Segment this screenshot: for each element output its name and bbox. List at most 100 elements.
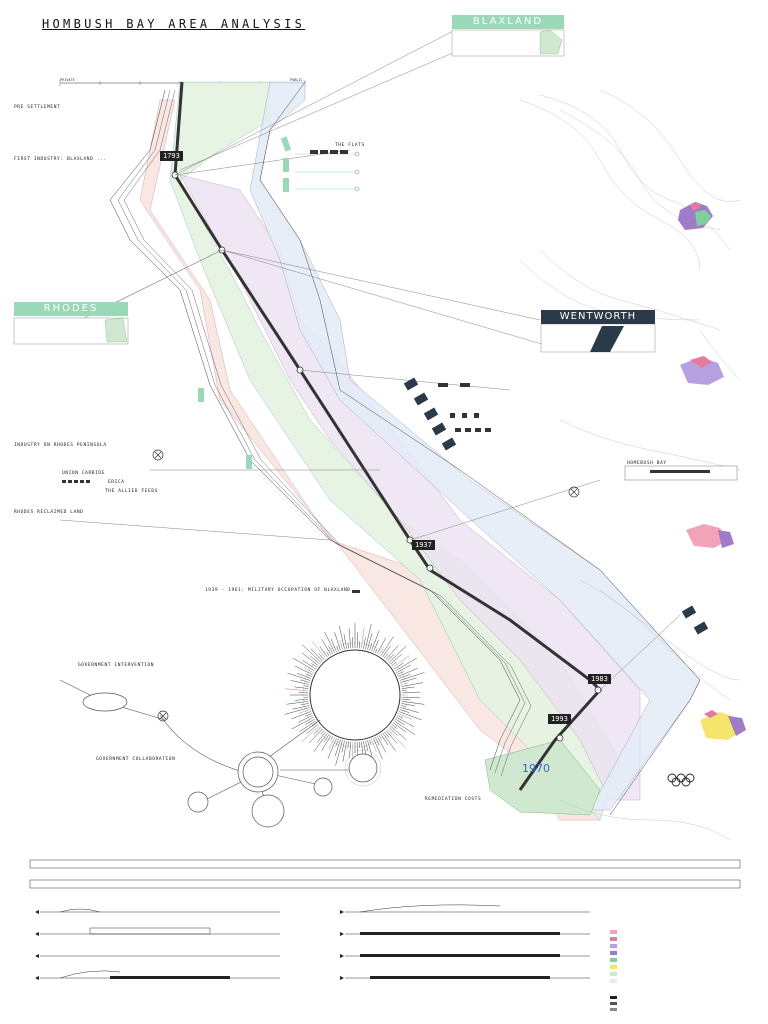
radial-tick bbox=[390, 654, 402, 665]
radial-tick bbox=[306, 673, 312, 677]
axis-private: PRIVATE bbox=[60, 78, 75, 82]
radial-tick bbox=[397, 715, 403, 719]
radial-tick bbox=[309, 728, 323, 743]
radial-tick bbox=[316, 731, 326, 743]
radial-tick bbox=[388, 645, 407, 663]
radial-tick bbox=[320, 730, 325, 735]
radial-tick bbox=[292, 705, 310, 710]
label-first-industry: FIRST INDUSTRY: BLAXLAND ... bbox=[14, 157, 107, 162]
bullet-arrows bbox=[35, 910, 344, 980]
radial-tick bbox=[396, 664, 411, 673]
radial-tick bbox=[361, 627, 365, 649]
radial-tick bbox=[400, 705, 406, 707]
radial-tick bbox=[398, 674, 411, 679]
year-flag-1993: 1993 bbox=[548, 714, 571, 724]
radial-tick bbox=[365, 740, 368, 751]
radial-tick bbox=[399, 672, 425, 681]
radial-tick bbox=[373, 738, 383, 760]
radial-tick bbox=[285, 688, 309, 692]
radial-tick bbox=[385, 645, 399, 660]
radial-tick bbox=[398, 713, 413, 720]
radial-tick bbox=[388, 727, 398, 736]
radial-tick bbox=[401, 698, 411, 701]
radial-tick bbox=[395, 718, 405, 725]
factory-icon bbox=[352, 413, 491, 593]
dark-marker-column bbox=[403, 377, 709, 635]
radial-tick bbox=[300, 703, 309, 706]
radial-tick bbox=[385, 730, 398, 744]
right-outline bbox=[259, 81, 701, 816]
radial-tick bbox=[395, 657, 417, 672]
radial-tick bbox=[391, 661, 397, 666]
radial-tick bbox=[311, 722, 318, 727]
label-homebush-bay: HOMEBUSH BAY bbox=[627, 461, 667, 466]
horse-icon bbox=[438, 383, 470, 387]
radial-tick bbox=[330, 638, 337, 652]
radial-tick bbox=[313, 732, 328, 752]
radial-tick bbox=[373, 639, 379, 652]
radial-tick bbox=[358, 741, 360, 748]
radial-tick bbox=[311, 663, 318, 668]
radial-tick bbox=[382, 645, 392, 658]
radial-tick bbox=[301, 725, 320, 742]
radial-tick bbox=[398, 668, 418, 677]
radial-tick bbox=[347, 642, 349, 649]
radial-tick bbox=[330, 736, 333, 741]
radial-tick bbox=[305, 718, 315, 725]
tag-wentworth: WENTWORTH bbox=[541, 310, 655, 324]
label-erica: ERICA bbox=[108, 480, 125, 485]
radial-tick bbox=[384, 654, 388, 659]
radial-tick bbox=[371, 738, 377, 753]
label-pre-settlement: PRE SETTLEMENT bbox=[14, 105, 61, 110]
tag-rhodes: RHODES bbox=[14, 302, 128, 316]
radial-tick bbox=[328, 737, 335, 750]
radial-tick bbox=[387, 653, 395, 662]
green-lines bbox=[295, 153, 355, 190]
radial-tick bbox=[384, 731, 390, 739]
radial-tick bbox=[367, 740, 373, 759]
radial-tick bbox=[323, 734, 330, 742]
radial-tick bbox=[296, 672, 312, 679]
radial-tick bbox=[319, 646, 328, 658]
section-fills bbox=[110, 932, 560, 979]
radial-tick bbox=[313, 727, 322, 735]
radial-tick bbox=[321, 639, 332, 655]
year-label-1970: 1970 bbox=[522, 762, 550, 775]
radial-tick bbox=[326, 652, 330, 656]
radial-tick bbox=[382, 732, 396, 751]
radial-tick bbox=[392, 655, 410, 668]
radial-tick bbox=[341, 740, 345, 753]
radial-tick bbox=[303, 685, 309, 687]
radial-tick bbox=[401, 691, 420, 694]
radial-tick bbox=[342, 741, 347, 762]
radial-tick bbox=[293, 657, 315, 672]
radial-chart bbox=[284, 623, 425, 767]
radial-tick bbox=[401, 682, 423, 687]
radial-tick bbox=[335, 740, 343, 766]
radial-tick bbox=[295, 698, 309, 701]
tree-icon bbox=[152, 449, 580, 722]
radial-tick bbox=[306, 724, 319, 734]
radial-tick bbox=[363, 636, 366, 649]
radial-tick bbox=[377, 637, 387, 654]
olympic-rings-icon bbox=[667, 773, 695, 787]
radial-tick bbox=[335, 738, 339, 747]
radial-tick bbox=[310, 655, 320, 665]
radial-tick bbox=[375, 737, 380, 746]
radial-tick bbox=[375, 648, 378, 653]
radial-tick bbox=[392, 722, 407, 733]
tag-blaxland: BLAXLAND bbox=[452, 15, 564, 29]
radial-tick bbox=[347, 741, 349, 749]
bubbles bbox=[82, 692, 378, 828]
radial-tick bbox=[287, 672, 311, 681]
radial-tick bbox=[286, 701, 309, 705]
radial-tick bbox=[299, 679, 310, 683]
radial-tick bbox=[377, 736, 387, 753]
radial-tick bbox=[401, 701, 425, 705]
radial-tick bbox=[336, 646, 339, 652]
year-flag-1937: 1937 bbox=[412, 540, 435, 550]
radial-tick bbox=[400, 677, 417, 683]
radial-tick bbox=[302, 644, 322, 663]
